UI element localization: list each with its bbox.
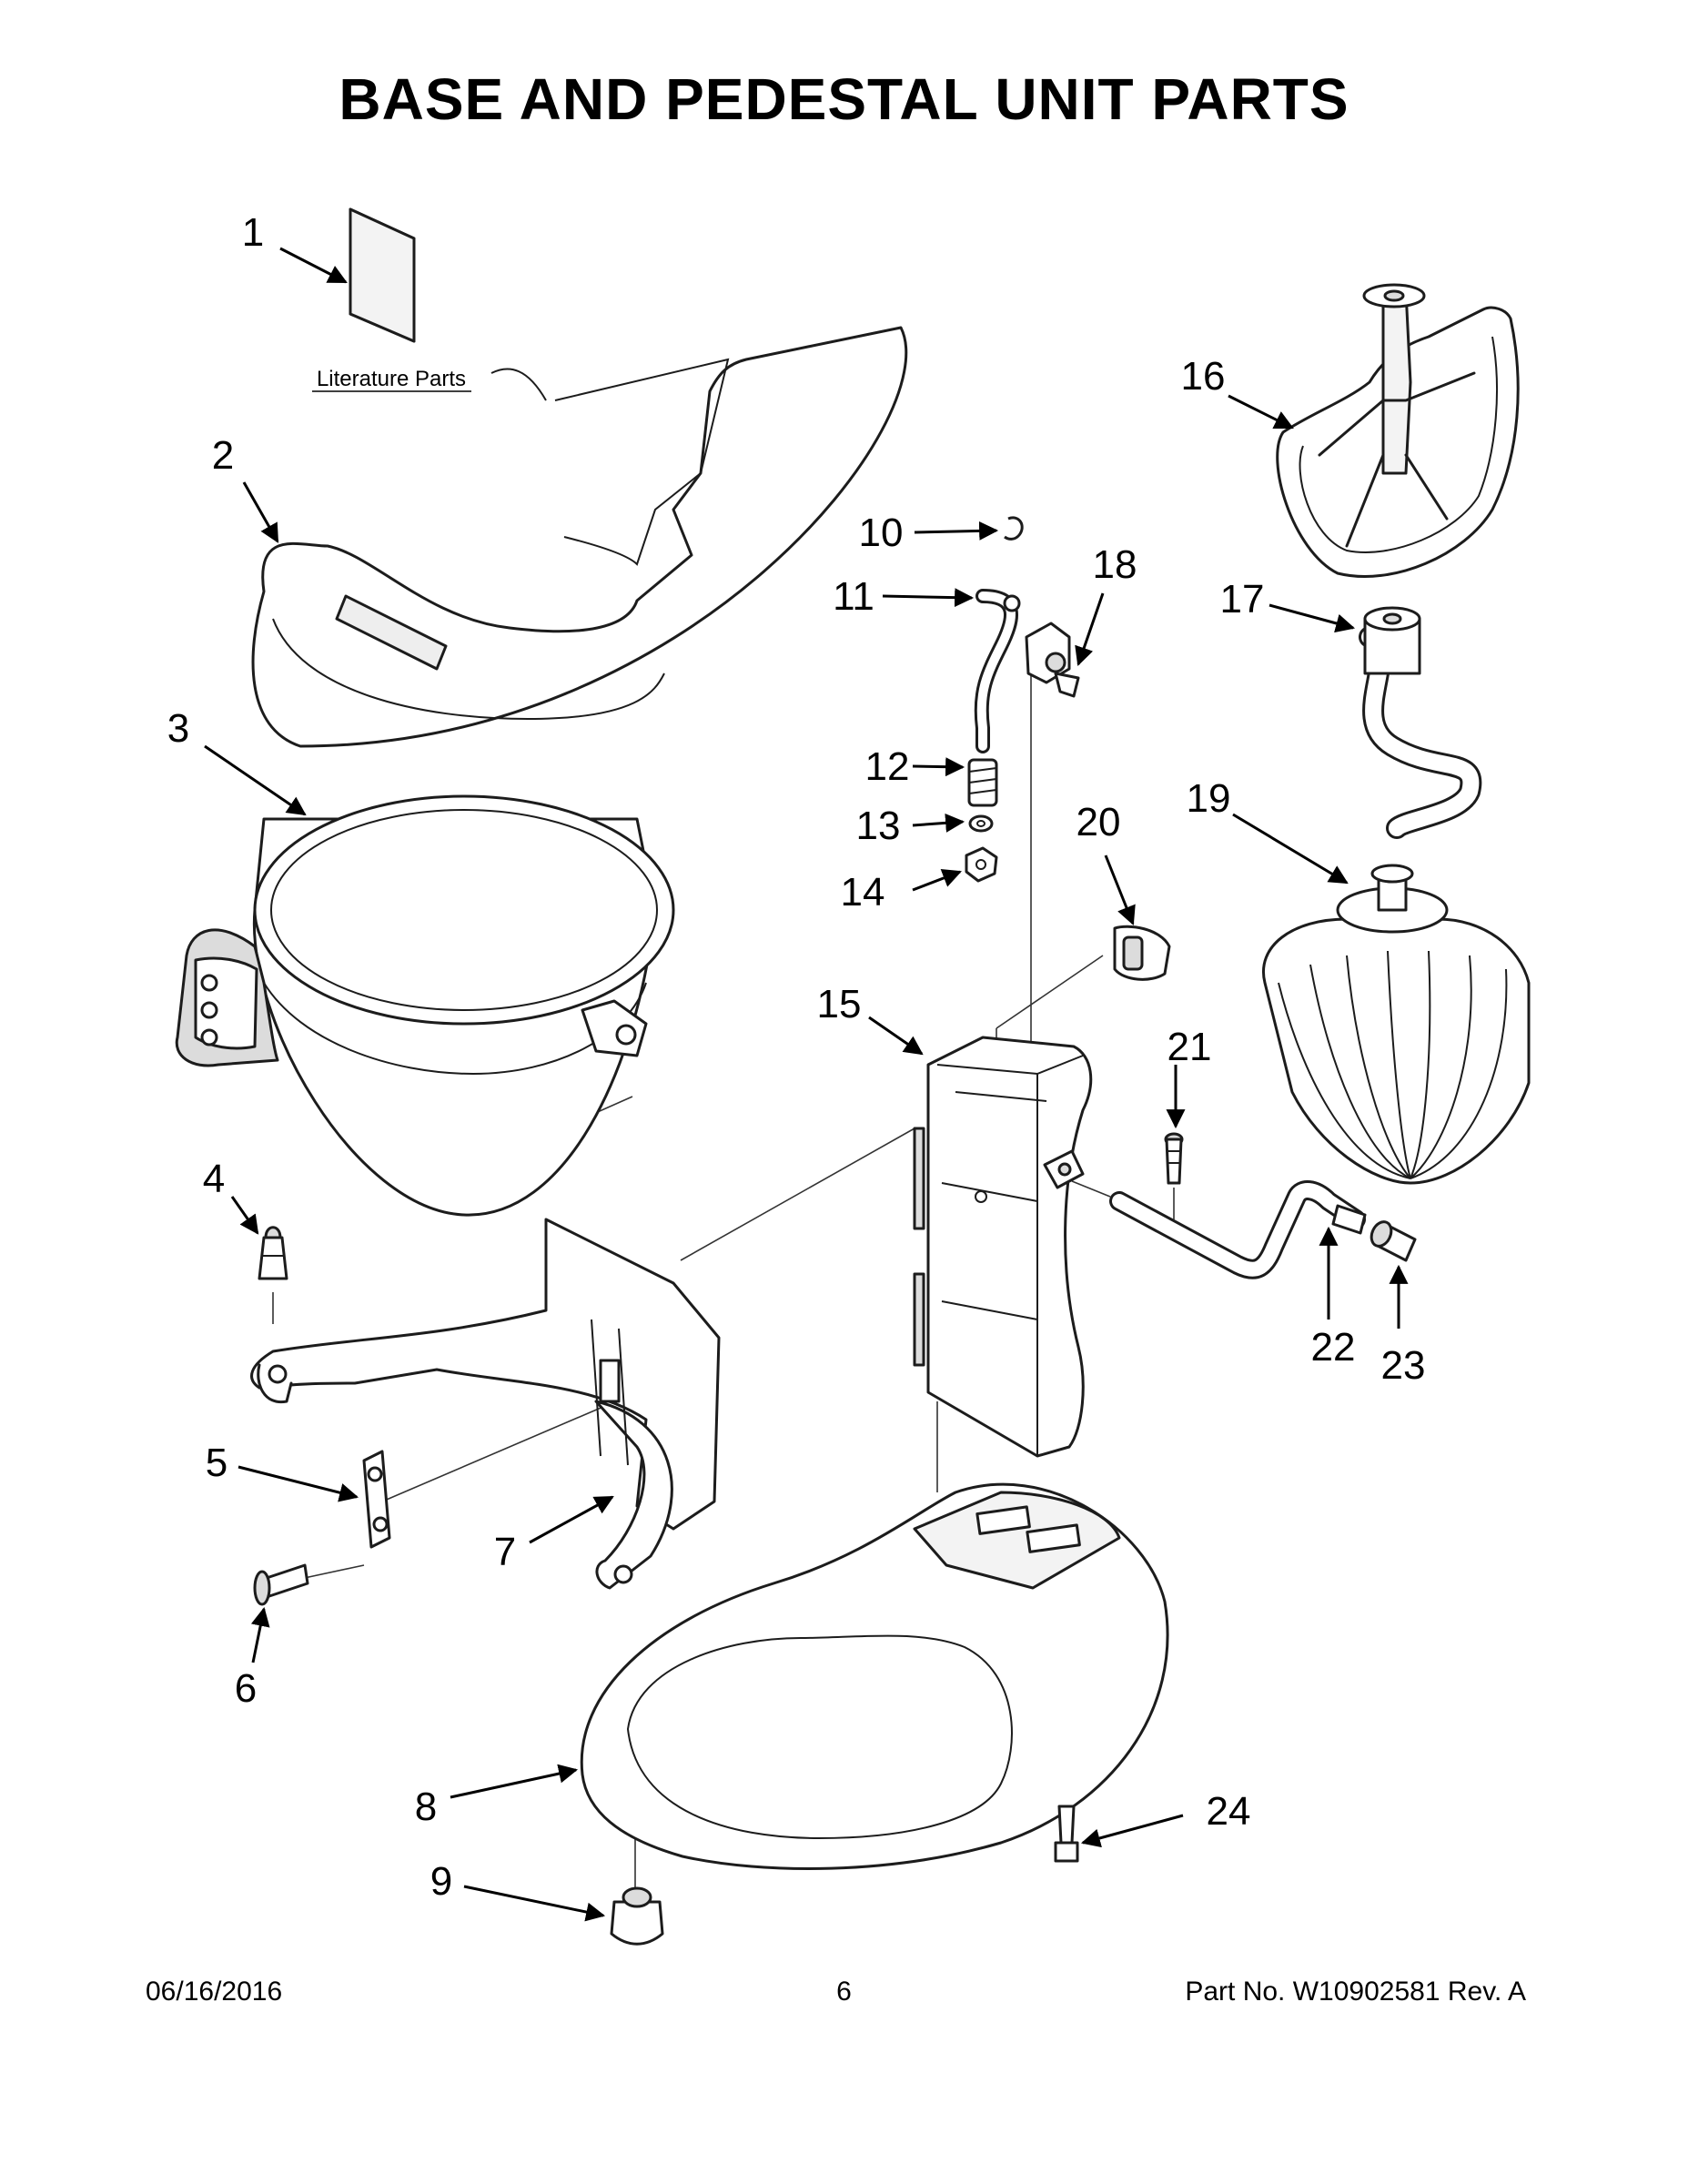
part-8-base xyxy=(580,1482,1169,1871)
part-14-nut xyxy=(965,846,998,883)
page-title: BASE AND PEDESTAL UNIT PARTS xyxy=(339,66,1349,132)
callout-4: 4 xyxy=(203,1157,225,1201)
callout-10: 10 xyxy=(859,511,904,555)
footer-date: 06/16/2016 xyxy=(146,1977,283,2007)
callout-16: 16 xyxy=(1181,354,1226,399)
callout-14: 14 xyxy=(841,870,885,915)
part-7-bowl-support xyxy=(250,1218,721,1590)
part-18-lever-bracket xyxy=(1025,622,1080,698)
part-6-screw xyxy=(253,1563,309,1606)
callout-11: 11 xyxy=(833,574,874,619)
footer-part-number: Part No. W10902581 Rev. A xyxy=(1185,1977,1526,2007)
callout-15: 15 xyxy=(817,982,862,1026)
callout-21: 21 xyxy=(1167,1025,1212,1069)
part-23-handle-grip xyxy=(1370,1220,1417,1262)
callout-22: 22 xyxy=(1311,1325,1356,1370)
part-11-lever-rod xyxy=(974,589,1021,753)
callout-7: 7 xyxy=(494,1530,516,1574)
callout-numbers: 1 2 3 4 5 6 7 8 9 10 11 12 13 14 15 16 1… xyxy=(167,210,1426,1904)
leader-arrows xyxy=(204,247,1409,1922)
assembly-guide-lines xyxy=(272,673,1175,1888)
part-3-bowl xyxy=(175,794,675,1217)
part-17-dough-hook xyxy=(1359,606,1482,839)
footer-page-number: 6 xyxy=(836,1977,852,2007)
part-13-washer xyxy=(968,814,994,833)
part-24-bolt xyxy=(1054,1805,1079,1863)
part-9-foot xyxy=(610,1886,664,1946)
callout-19: 19 xyxy=(1187,776,1231,821)
callout-24: 24 xyxy=(1207,1789,1251,1834)
part-19-wire-whip xyxy=(1262,864,1531,1185)
part-4-pin xyxy=(258,1226,288,1280)
callout-13: 13 xyxy=(856,804,901,848)
callout-9: 9 xyxy=(430,1859,452,1904)
part-2-pouring-shield xyxy=(251,326,908,748)
callout-3: 3 xyxy=(167,706,189,751)
part-15-pedestal xyxy=(913,1036,1093,1458)
part-12-spring xyxy=(967,758,998,807)
callout-6: 6 xyxy=(235,1666,257,1711)
part-16-flat-beater xyxy=(1276,283,1520,578)
callout-1: 1 xyxy=(242,210,264,255)
callout-20: 20 xyxy=(1076,800,1121,844)
part-10-clip xyxy=(1004,516,1024,541)
part-20-knob xyxy=(1113,925,1171,981)
part-22-crank-handle xyxy=(1109,1180,1367,1279)
callout-2: 2 xyxy=(212,433,234,478)
callout-17: 17 xyxy=(1220,577,1265,622)
part-21-screw xyxy=(1164,1132,1184,1185)
callout-23: 23 xyxy=(1381,1343,1426,1388)
part-1-literature: Literature Parts xyxy=(312,207,471,392)
literature-parts-label: Literature Parts xyxy=(317,367,466,391)
callout-12: 12 xyxy=(865,744,910,789)
callout-18: 18 xyxy=(1093,542,1137,587)
callout-5: 5 xyxy=(206,1441,227,1485)
part-5-clip-plate xyxy=(362,1450,391,1549)
callout-8: 8 xyxy=(415,1785,437,1829)
